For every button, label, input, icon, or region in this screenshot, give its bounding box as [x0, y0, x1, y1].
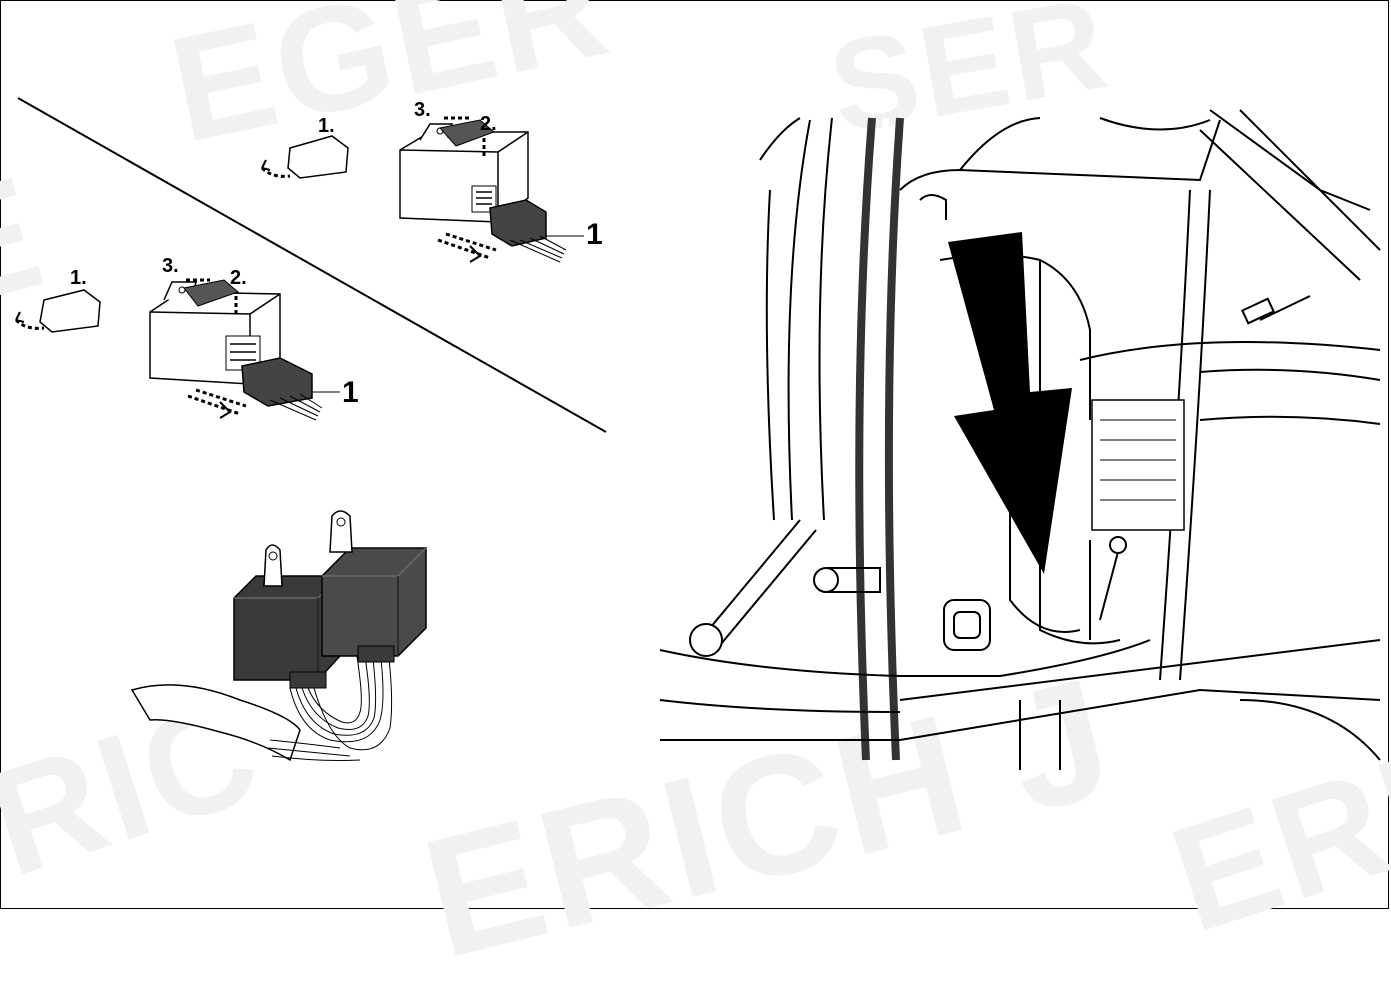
- step-1-label-bottom: 1.: [70, 267, 87, 289]
- relay-pair: [130, 510, 427, 762]
- step-2-label-top: 2.: [480, 113, 497, 135]
- step-2-label-bottom: 2.: [230, 267, 247, 289]
- figure-frame: [0, 0, 1389, 909]
- part-1-label-bottom: 1: [342, 376, 359, 409]
- vehicle-interior: [659, 109, 1381, 770]
- control-module-bottom: [149, 278, 340, 421]
- wire-harness-sheath: [130, 684, 301, 762]
- relay-right: [321, 510, 427, 663]
- location-arrow: [948, 232, 1072, 574]
- module-top: 1. 3. 2. 1: [260, 99, 603, 263]
- installation-diagram: 1. 3. 2. 1: [14, 97, 1381, 770]
- control-module-top: [399, 116, 584, 263]
- step-3-label-top: 3.: [414, 99, 431, 121]
- diagonal-divider: [17, 97, 607, 433]
- step-3-label-bottom: 3.: [162, 255, 179, 277]
- step-1-label-top: 1.: [318, 115, 335, 137]
- part-1-label-top: 1: [586, 218, 603, 251]
- wire-bundle: [267, 649, 393, 761]
- module-bottom: 1. 3. 2. 1: [14, 255, 359, 421]
- adhesive-pad-bottom: [14, 289, 101, 333]
- adhesive-pad-top: [260, 135, 349, 179]
